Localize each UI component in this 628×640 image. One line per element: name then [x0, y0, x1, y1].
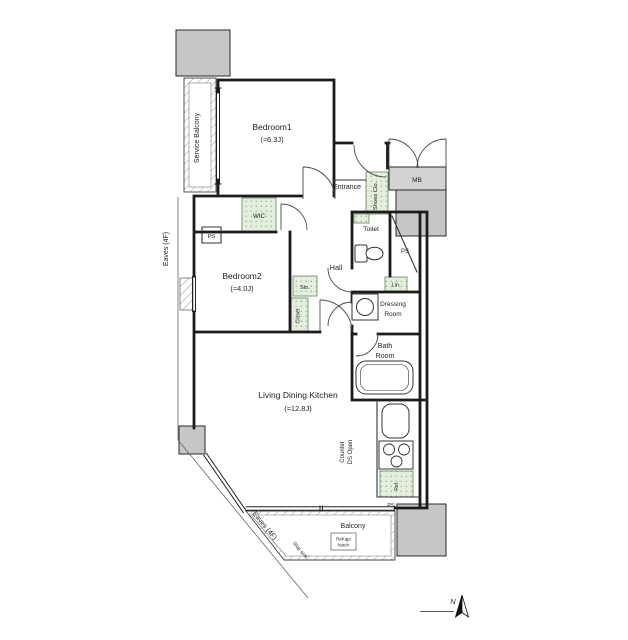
north-arrow: [420, 594, 470, 618]
north-arrow-light-half: [461, 594, 470, 618]
structure-blocks: [175, 29, 447, 557]
bedroom1-size: (≈6.3J): [260, 135, 284, 144]
north-arrow-dark-half: [454, 594, 463, 618]
balcony-label: Balcony: [341, 523, 366, 530]
toilet-tank: [354, 244, 368, 263]
dressing-room-label-2: Room: [384, 311, 401, 318]
toilet-shelf-area: [353, 213, 370, 224]
bedroom1-label: Bedroom1: [252, 122, 291, 132]
service-balcony-label: Service Balcony: [194, 112, 201, 163]
bath-room-label-1: Bath: [378, 343, 393, 350]
bedroom2-label: Bedroom2: [222, 271, 261, 281]
counter-label-2: DS Open: [348, 440, 354, 465]
dressing-door: [327, 301, 353, 327]
eaves-line: [177, 197, 309, 599]
ps-label-left: PS: [208, 234, 216, 240]
toilet-label: Toilet: [363, 226, 379, 233]
ldk-label: Living Dining Kitchen: [258, 390, 338, 400]
hall-label: Hall: [330, 263, 343, 272]
bedroom2-size: (≈4.0J): [230, 284, 254, 293]
storage-area: [292, 275, 318, 297]
eaves-label-left: Eaves (4F): [163, 232, 170, 266]
washing-machine-drum: [356, 298, 374, 316]
bathtub-inner: [360, 364, 409, 391]
ldk-door: [319, 299, 353, 333]
bath-door: [355, 333, 379, 357]
wic-area: [241, 197, 277, 233]
column-left-lower: [178, 425, 206, 455]
refuge-hatch-box: [330, 532, 357, 551]
linen-label: Lin.: [392, 283, 401, 289]
windows: [192, 87, 395, 514]
burner-icon: [390, 455, 403, 468]
fridge-label: Ref.: [394, 481, 400, 490]
column-top-left: [175, 29, 231, 77]
entrance-door: [353, 144, 387, 178]
burner-icon: [398, 443, 410, 456]
toilet-bowl: [365, 246, 384, 261]
north-label: N: [450, 597, 456, 606]
door-arcs: [280, 138, 447, 357]
service-balcony: [183, 77, 217, 193]
entry-door-left: [388, 138, 419, 169]
wic-label: WIC: [253, 213, 266, 220]
fixtures: [351, 244, 414, 470]
bath-room-label-2: Room: [376, 353, 395, 360]
shoes-closet-label: Shoes Clo.: [373, 181, 379, 210]
counter-label-1: Counter: [340, 441, 346, 462]
dressing-room-label-1: Dressing: [380, 301, 406, 308]
ldk-size: (≈12.8J): [284, 404, 312, 413]
column-bottom-right: [396, 503, 447, 557]
kitchen-sink: [381, 403, 410, 439]
meter-box-label: MB: [412, 177, 422, 184]
burner-icon: [383, 443, 395, 456]
storage-areas: [241, 171, 414, 498]
shoes-closet-area: [365, 171, 389, 215]
toilet-door: [327, 267, 353, 293]
entry-door-right: [416, 138, 447, 169]
ps-label-right: PS: [401, 249, 409, 255]
ps-label-bottom: PS: [387, 503, 395, 509]
refuge-hatch-label-1: Refuge: [336, 537, 351, 542]
refuge-hatch-label-2: hatch: [338, 543, 350, 548]
bedroom2-door: [280, 203, 308, 231]
closet-label: Closet: [296, 308, 302, 323]
walls: [192, 78, 429, 510]
entrance-label: Entrance: [333, 184, 361, 191]
storage-label: Sto.: [300, 285, 310, 291]
wall-vent-box: [179, 277, 194, 311]
bedroom1-door: [302, 166, 336, 200]
